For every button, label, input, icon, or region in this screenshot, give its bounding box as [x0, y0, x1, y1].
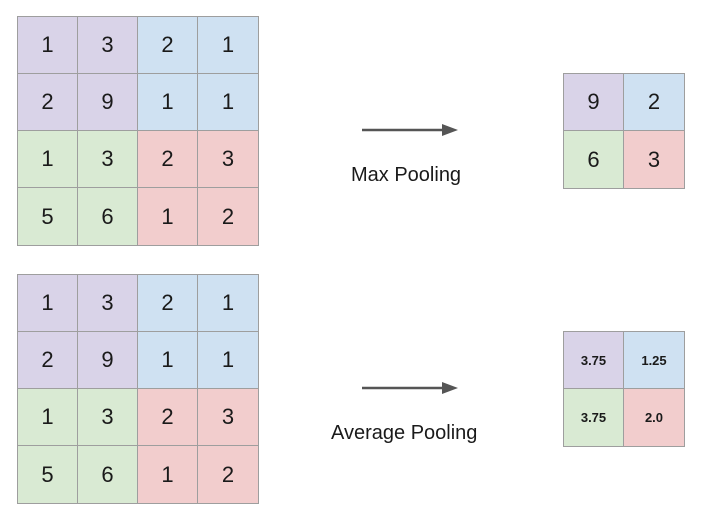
average-pooling-input-grid: 1 3 2 1 2 9 1 1 1 3 2 3 5 6 1 2	[17, 274, 259, 504]
output-cell: 1.25	[624, 332, 684, 389]
input-cell: 3	[78, 131, 138, 188]
input-cell: 1	[198, 17, 258, 74]
input-cell: 1	[18, 131, 78, 188]
output-cell: 3.75	[564, 332, 624, 389]
input-cell: 1	[138, 74, 198, 131]
input-cell: 6	[78, 188, 138, 245]
max-pooling-output-grid: 9 2 6 3	[563, 73, 685, 189]
input-cell: 2	[18, 74, 78, 131]
input-cell: 2	[138, 275, 198, 332]
input-cell: 3	[198, 131, 258, 188]
average-pooling-arrow-icon	[362, 382, 458, 394]
max-pooling-arrow-icon	[362, 124, 458, 136]
input-cell: 2	[138, 131, 198, 188]
input-cell: 1	[18, 389, 78, 446]
average-pooling-label: Average Pooling	[331, 422, 478, 444]
input-cell: 1	[198, 74, 258, 131]
input-cell: 2	[138, 389, 198, 446]
input-cell: 9	[78, 74, 138, 131]
max-pooling-label: Max Pooling	[351, 164, 462, 186]
output-cell: 6	[564, 131, 624, 188]
input-cell: 1	[138, 188, 198, 245]
output-cell: 2.0	[624, 389, 684, 446]
input-cell: 1	[18, 275, 78, 332]
input-cell: 2	[198, 446, 258, 503]
input-cell: 5	[18, 188, 78, 245]
input-cell: 1	[198, 332, 258, 389]
output-cell: 3.75	[564, 389, 624, 446]
input-cell: 9	[78, 332, 138, 389]
input-cell: 5	[18, 446, 78, 503]
input-cell: 3	[78, 17, 138, 74]
output-cell: 2	[624, 74, 684, 131]
input-cell: 3	[198, 389, 258, 446]
input-cell: 1	[18, 17, 78, 74]
max-pooling-input-grid: 1 3 2 1 2 9 1 1 1 3 2 3 5 6 1 2	[17, 16, 259, 246]
input-cell: 1	[198, 275, 258, 332]
input-cell: 1	[138, 446, 198, 503]
input-cell: 1	[138, 332, 198, 389]
average-pooling-output-grid: 3.75 1.25 3.75 2.0	[563, 331, 685, 447]
input-cell: 3	[78, 275, 138, 332]
output-cell: 3	[624, 131, 684, 188]
input-cell: 2	[138, 17, 198, 74]
input-cell: 6	[78, 446, 138, 503]
input-cell: 2	[18, 332, 78, 389]
output-cell: 9	[564, 74, 624, 131]
input-cell: 2	[198, 188, 258, 245]
input-cell: 3	[78, 389, 138, 446]
